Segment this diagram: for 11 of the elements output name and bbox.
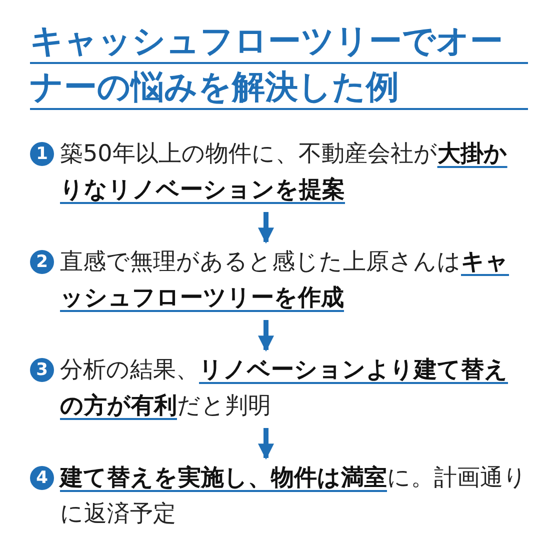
step-text: 分析の結果、リノベーションより建て替えの方が有利だと判明 [60, 356, 509, 421]
arrow [258, 428, 274, 460]
step-text: 建て替えを実施し、物件は満室に。計画通りに返済予定 [60, 464, 528, 529]
arrow [258, 320, 274, 352]
step-text: 築50年以上の物件に、不動産会社が大掛かりなリノベーションを提案 [60, 140, 508, 205]
step-number: 4 [30, 466, 54, 490]
step-text: 直感で無理があると感じた上原さんはキャッシュフローツリーを作成 [60, 248, 510, 313]
step-number: 2 [30, 250, 54, 274]
arrow [258, 212, 274, 244]
step-number: 1 [30, 142, 54, 166]
step-number: 3 [30, 358, 54, 382]
